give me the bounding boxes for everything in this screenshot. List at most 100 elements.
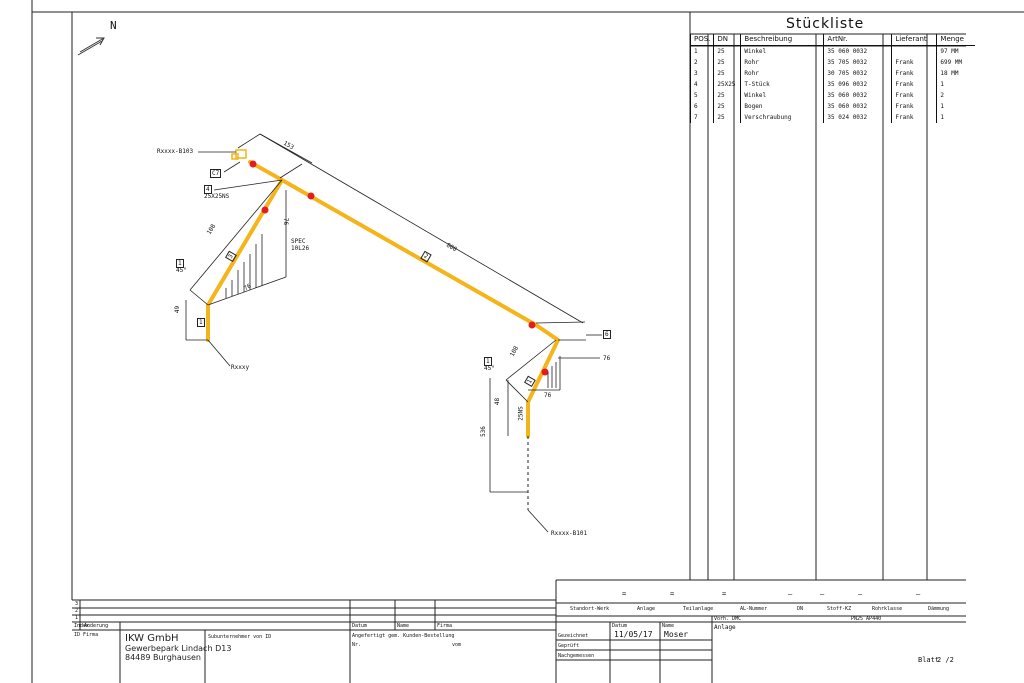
bom-col-header: ArtNr. — [823, 34, 892, 46]
tag-1-right: 1 — [484, 357, 492, 366]
gezeichnet-label: Gezeichnet — [558, 633, 589, 639]
weld-points — [249, 160, 549, 376]
ref-b103: Rxxxx-B103 — [157, 148, 194, 155]
dim-48: 48 — [494, 397, 502, 406]
eq-mark: – — [788, 590, 793, 598]
company-line-1: IKW GmbH — [125, 633, 179, 644]
bom-cell: Rohr — [740, 68, 824, 79]
drawer-name: Moser — [664, 630, 689, 639]
bom-cell: 1 — [936, 112, 976, 123]
dim-536: 536 — [479, 426, 487, 437]
titleblock-header: Teilanlage — [683, 606, 714, 612]
drawn-date: 11/05/17 — [614, 630, 653, 639]
titleblock-header: AL-Nummer — [740, 606, 768, 612]
bom-cell: 1 — [689, 45, 714, 57]
spec-value: 10L26 — [291, 245, 310, 252]
bom-cell: Rohr — [740, 57, 824, 68]
aenderung-label: Änderung — [84, 623, 109, 629]
bom-cell: 3 — [689, 68, 714, 79]
tag-c7: C7 — [210, 169, 222, 178]
rev-num-2: 2 — [75, 608, 79, 614]
titleblock-header: Rohrklasse — [872, 606, 903, 612]
bom-cell: Frank — [891, 101, 937, 112]
bom-cell: Winkel — [740, 45, 824, 57]
eq-mark: = — [670, 590, 675, 598]
dim-76-d: 76 — [544, 392, 552, 399]
bom-cell: Frank — [891, 90, 937, 101]
spec-label: SPEC — [291, 238, 306, 245]
eq-mark: = — [622, 590, 627, 598]
eq-mark: = — [722, 590, 727, 598]
sub-a: Vorh. DMC — [714, 616, 742, 622]
titleblock-header: Standort-Werk — [570, 606, 610, 612]
bom-cell: 25 — [713, 68, 741, 79]
bom-col-header: Lieferant — [891, 34, 937, 46]
bom-cell: 25 — [713, 57, 741, 68]
titleblock-header: Stoff-KZ — [827, 606, 852, 612]
north-label: N — [110, 19, 117, 32]
dim-49: 49 — [174, 305, 182, 314]
bom-cell: Winkel — [740, 90, 824, 101]
bom-cell: 25 — [713, 45, 741, 57]
titleblock-datum: Datum — [612, 623, 628, 629]
bom-cell: 35 024 0032 — [823, 112, 892, 123]
angle-left: 45° — [176, 267, 187, 274]
bom-cell: T-Stück — [740, 79, 824, 90]
sub-label: Subunternehmer von ID — [208, 634, 272, 640]
bom-cell: 2 — [936, 90, 976, 101]
nachgemessen-label: Nachgemessen — [558, 653, 595, 659]
titleblock-header: Dämmung — [928, 606, 950, 612]
angle-right: 45° — [484, 365, 495, 372]
sub-b: PN25 AP440 — [851, 616, 882, 622]
eq-mark: – — [916, 590, 921, 598]
geprueft-label: Geprüft — [558, 643, 580, 649]
bom-cell: 35 060 0032 — [823, 90, 892, 101]
bom-cell: 35 096 0032 — [823, 79, 892, 90]
dim-76-a: 76 — [282, 217, 290, 226]
blatt-value: 2 /2 — [937, 656, 954, 664]
company-line-3: 84489 Burghausen — [125, 653, 201, 662]
bom-cell — [891, 45, 937, 57]
angefertigt-label: Angefertigt gem. Kunden-Bestellung — [352, 633, 455, 639]
tag-1-left: 1 — [176, 259, 184, 268]
dim-76-c: 76 — [603, 355, 611, 362]
bom-cell: Frank — [891, 112, 937, 123]
bom-col-header: POS. — [689, 34, 714, 46]
bom-cell: Frank — [891, 57, 937, 68]
pipe-run — [206, 160, 560, 438]
titleblock-header: Anlage — [637, 606, 656, 612]
anlage-label: Anlage — [714, 624, 736, 631]
bom-cell: Frank — [891, 68, 937, 79]
dimension-lines — [185, 133, 602, 533]
tee-spec: 25X25NS — [204, 193, 230, 200]
seg-1-left: 1 — [197, 318, 205, 327]
bom-cell: 6 — [689, 101, 714, 112]
eq-mark: – — [820, 590, 825, 598]
bom-cell: 699 MM — [936, 57, 976, 68]
bom-cell: 35 060 0032 — [823, 45, 892, 57]
firma-id-label: ID Firma — [74, 632, 99, 638]
bom-cell: Bogen — [740, 101, 824, 112]
bom-cell: 7 — [689, 112, 714, 123]
titleblock-grid — [72, 579, 966, 683]
bom-cell: 35 705 0032 — [823, 57, 892, 68]
bom-cell: 25X25 — [713, 79, 741, 90]
rev-num-3: 3 — [75, 601, 79, 607]
bom-cell: 25 — [713, 101, 741, 112]
bom-col-header: DN — [713, 34, 741, 46]
bom-cell: Verschraubung — [740, 112, 824, 123]
tag-6: 6 — [603, 330, 611, 339]
firma-label: Firma — [437, 623, 453, 629]
ref-rxxxy: Rxxxy — [231, 364, 250, 371]
bom-cell: 30 705 0032 — [823, 68, 892, 79]
blatt-label: Blatt — [918, 656, 940, 664]
tag-4: 4 — [204, 185, 212, 194]
